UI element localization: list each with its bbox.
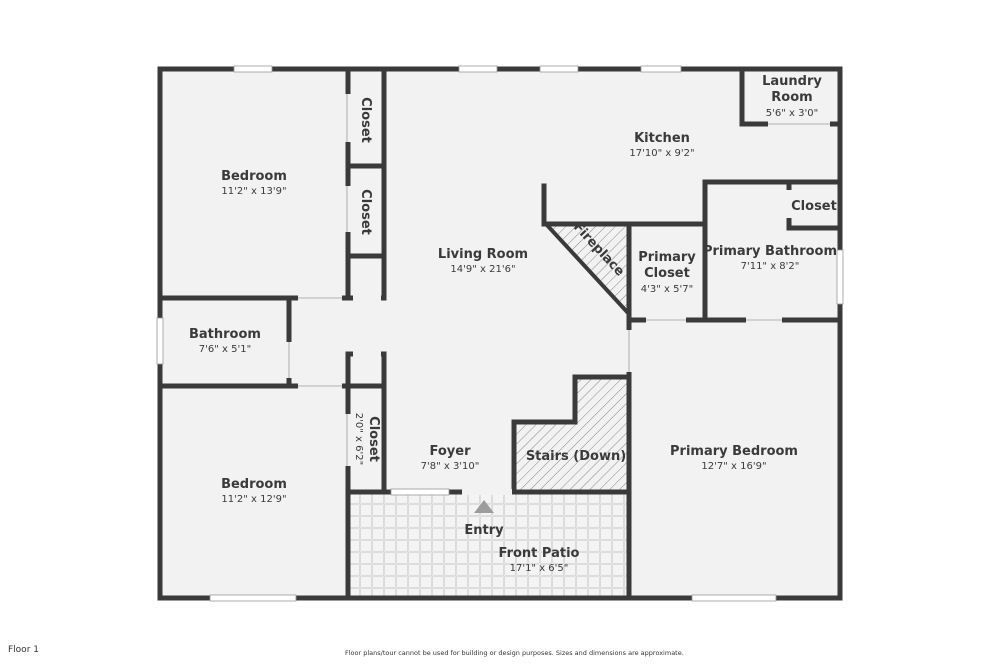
primary-closet-dims: 4'3" x 5'7" [641, 284, 693, 295]
floor-label: Floor 1 [8, 645, 39, 655]
stairs-area [514, 377, 628, 492]
laundry-name-2: Room [771, 90, 812, 105]
bedroom-1-dims: 11'2" x 13'9" [221, 186, 286, 197]
primary-bathroom-dims: 7'11" x 8'2" [741, 261, 800, 272]
foyer-dims: 7'8" x 3'10" [421, 461, 480, 472]
stairs-name: Stairs (Down) [526, 449, 626, 464]
bedroom-2-name: Bedroom [221, 477, 287, 492]
kitchen-name: Kitchen [634, 131, 690, 146]
windows [156, 65, 844, 602]
entry-arrow-icon [474, 500, 494, 513]
primary-bedroom-dims: 12'7" x 16'9" [701, 461, 766, 472]
entry-door [462, 489, 512, 495]
entry-name: Entry [464, 523, 504, 538]
door-lines [288, 94, 830, 466]
bedroom-2-dims: 11'2" x 12'9" [221, 494, 286, 505]
laundry-name-1: Laundry [762, 74, 822, 89]
front-patio-name: Front Patio [499, 546, 580, 561]
disclaimer-text: Floor plans/tour cannot be used for buil… [345, 649, 684, 657]
primary-closet-name-2: Closet [644, 266, 690, 281]
primary-bathroom-name: Primary Bathroom [703, 244, 837, 259]
living-room-dims: 14'9" x 21'6" [450, 264, 515, 275]
bathroom-name: Bathroom [189, 327, 261, 342]
laundry-dims: 5'6" x 3'0" [766, 108, 818, 119]
living-room-name: Living Room [438, 247, 528, 262]
primary-bedroom-name: Primary Bedroom [670, 444, 798, 459]
closet-1-name: Closet [358, 97, 373, 143]
fireplace-edge [544, 222, 631, 316]
closet-4-name: Closet [791, 199, 837, 214]
front-patio-dims: 17'1" x 6'5" [510, 563, 569, 574]
closet-3-name: Closet [366, 416, 381, 462]
closet-2-name: Closet [358, 189, 373, 235]
bathroom-dims: 7'6" x 5'1" [199, 344, 251, 355]
primary-closet-name-1: Primary [638, 250, 696, 265]
closet-3-dims: 2'0" x 6'2" [353, 413, 364, 465]
foyer-name: Foyer [430, 444, 472, 459]
bedroom-1-name: Bedroom [221, 169, 287, 184]
kitchen-dims: 17'10" x 9'2" [629, 148, 694, 159]
